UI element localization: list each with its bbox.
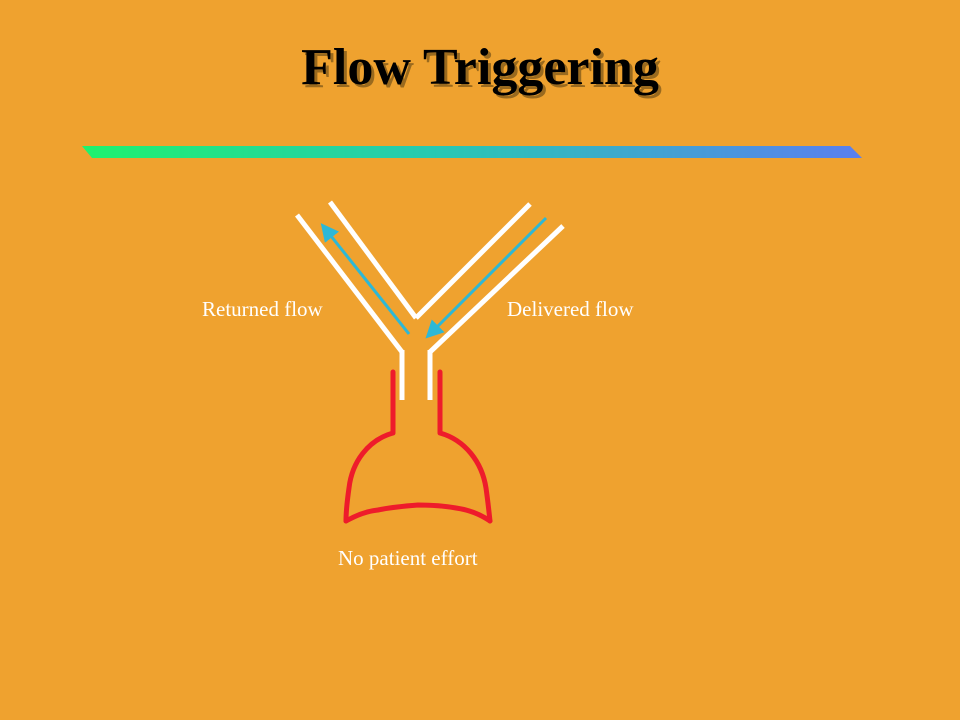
lung-left-wall <box>343 369 396 524</box>
title-divider-bar <box>82 146 862 158</box>
returned-flow-arrow <box>320 223 411 335</box>
returned-flow-label: Returned flow <box>202 297 323 321</box>
lung-right-wall <box>437 369 493 524</box>
delivered-flow-arrow <box>425 216 548 339</box>
delivered-flow-label: Delivered flow <box>507 297 634 321</box>
right-branch-inner-wall <box>414 202 532 320</box>
left-branch-inner-wall <box>327 200 419 320</box>
slide-title: Flow Triggering <box>301 39 659 96</box>
lung-base-diaphragm <box>343 502 493 524</box>
right-branch-outer-wall <box>428 224 565 354</box>
left-branch-outer-wall <box>295 213 404 354</box>
flow-arrows <box>320 216 548 339</box>
lung-model <box>343 369 493 524</box>
patient-effort-label: No patient effort <box>338 546 478 570</box>
y-piece-tubing <box>295 200 565 400</box>
